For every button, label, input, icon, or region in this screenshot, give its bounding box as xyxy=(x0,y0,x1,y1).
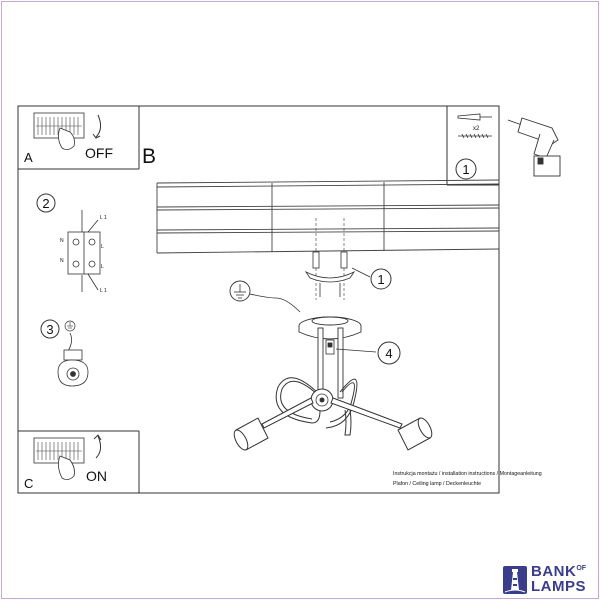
drill-icon xyxy=(507,117,561,177)
caption-line-1: Instrukcja montażu / installation instru… xyxy=(393,471,542,477)
rotate-down-arrow-icon xyxy=(95,114,102,138)
lamp-arms xyxy=(261,397,403,429)
wall-plug-right xyxy=(340,251,348,269)
caption-line-2: Plafon / Ceiling lamp / Deckenleuchte xyxy=(393,481,481,487)
step-4-badge xyxy=(377,341,401,365)
lamp-canopy xyxy=(298,316,362,340)
step-1-tools: x2 1 xyxy=(455,113,561,180)
wire-label-l1-top: L 1 xyxy=(100,215,107,221)
panel-a-state: OFF xyxy=(85,145,113,161)
lamp-shade-left xyxy=(233,417,269,451)
step-4-number: 4 xyxy=(385,346,392,361)
screw-icon xyxy=(458,133,492,139)
hand-icon xyxy=(58,127,75,150)
ground-wire xyxy=(249,293,301,313)
brand-of: OF xyxy=(576,565,587,572)
quantity-label: x2 xyxy=(473,126,480,132)
step-1-number: 1 xyxy=(462,162,469,177)
step-1-callout-number: 1 xyxy=(377,272,384,287)
terminal-detail xyxy=(325,339,335,355)
step-2-badge xyxy=(36,193,56,213)
lamp-shade-right xyxy=(397,417,433,451)
wire-label-n-bottom: N xyxy=(60,258,64,264)
step-1-callout-badge xyxy=(370,268,392,290)
lighthouse-icon xyxy=(503,566,527,594)
step-2-number: 2 xyxy=(42,196,49,211)
lamp-loops xyxy=(275,377,358,436)
wire-label-l1-bottom: L 1 xyxy=(100,288,107,294)
ground-connector-icon xyxy=(57,349,89,387)
panel-c-state: ON xyxy=(86,468,107,484)
step-3-badge xyxy=(40,319,60,339)
wall-plug-left xyxy=(312,251,320,269)
panel-a-letter: A xyxy=(24,150,33,165)
panel-c-letter: C xyxy=(24,476,33,491)
rotate-up-arrow-icon xyxy=(95,435,102,459)
brand-line-2: LAMPS xyxy=(531,578,586,595)
wire-label-l-bottom: L xyxy=(101,264,104,270)
panel-b-letter: B xyxy=(142,145,156,168)
step-1-badge xyxy=(455,158,477,180)
panel-a-switch-off: A OFF xyxy=(24,112,113,165)
main-frame xyxy=(17,105,500,494)
wall-plug-icon xyxy=(457,113,492,121)
ceiling-boards xyxy=(156,179,500,254)
step-3-ground: 3 xyxy=(40,319,89,387)
step-3-number: 3 xyxy=(46,322,53,337)
hand-icon-on xyxy=(58,455,75,480)
wire-label-n-top: N xyxy=(60,238,64,244)
mounting-bracket xyxy=(304,270,356,283)
brand-line-1: BANK xyxy=(531,563,577,580)
step-2-wiring: 2 N N L L L 1 L 1 xyxy=(36,193,107,294)
wire-label-l-top: L xyxy=(101,244,104,250)
panel-c-switch-on: C ON xyxy=(24,434,107,491)
bank-of-lamps-logo: BANKOF LAMPS xyxy=(503,560,600,596)
